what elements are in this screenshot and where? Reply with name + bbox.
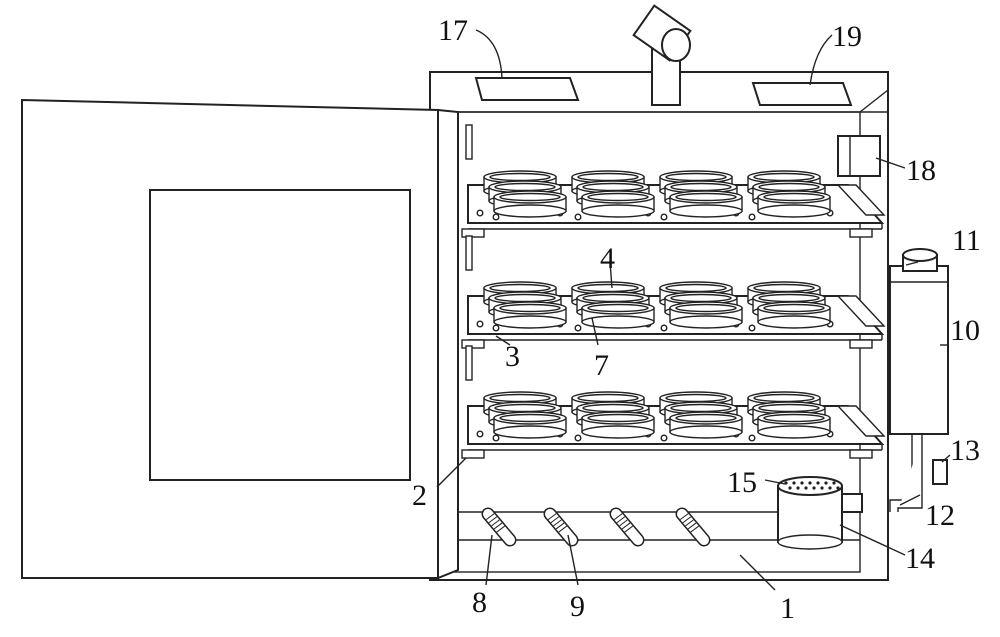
leader-lines <box>436 29 951 591</box>
cap-11 <box>902 248 938 272</box>
label-8: 8 <box>472 586 487 619</box>
label-13: 13 <box>950 434 980 467</box>
shelf <box>461 124 886 238</box>
cylinder-15 <box>777 476 863 550</box>
ring-container <box>493 411 567 439</box>
ring-container <box>493 190 567 218</box>
ring-container <box>669 301 743 329</box>
ring-container <box>757 190 831 218</box>
ring-container <box>581 301 655 329</box>
ring-container <box>669 190 743 218</box>
shelves <box>461 124 886 459</box>
heating-rod <box>609 507 645 547</box>
top-plate-19 <box>751 82 853 106</box>
door <box>21 98 459 580</box>
top-pipe <box>632 4 692 106</box>
number-labels: 17 19 18 11 10 13 12 14 15 4 7 3 2 8 9 1 <box>412 14 981 625</box>
ring-container <box>669 411 743 439</box>
label-9: 9 <box>570 590 585 623</box>
label-19: 19 <box>832 20 862 53</box>
ring-container <box>581 190 655 218</box>
heating-rod <box>675 507 711 547</box>
side-box-10 <box>889 265 949 435</box>
component-18 <box>837 135 881 177</box>
label-3: 3 <box>505 340 520 373</box>
pipe-12 <box>889 434 923 512</box>
label-15: 15 <box>727 466 757 499</box>
ring-container <box>493 301 567 329</box>
heating-rod <box>481 507 517 547</box>
label-11: 11 <box>952 224 981 257</box>
label-7: 7 <box>594 349 609 382</box>
top-plate-17 <box>474 77 580 101</box>
ring-container <box>757 301 831 329</box>
label-4: 4 <box>600 242 615 275</box>
label-14: 14 <box>905 542 935 575</box>
label-17: 17 <box>438 14 468 47</box>
label-2: 2 <box>412 479 427 512</box>
shelf <box>461 235 886 349</box>
valve-13 <box>932 459 948 485</box>
label-1: 1 <box>780 592 795 625</box>
mesh-top <box>784 481 840 490</box>
label-18: 18 <box>906 154 936 187</box>
shelf <box>461 345 886 459</box>
ring-container <box>757 411 831 439</box>
label-10: 10 <box>950 314 980 347</box>
ring-container <box>581 411 655 439</box>
label-12: 12 <box>925 499 955 532</box>
